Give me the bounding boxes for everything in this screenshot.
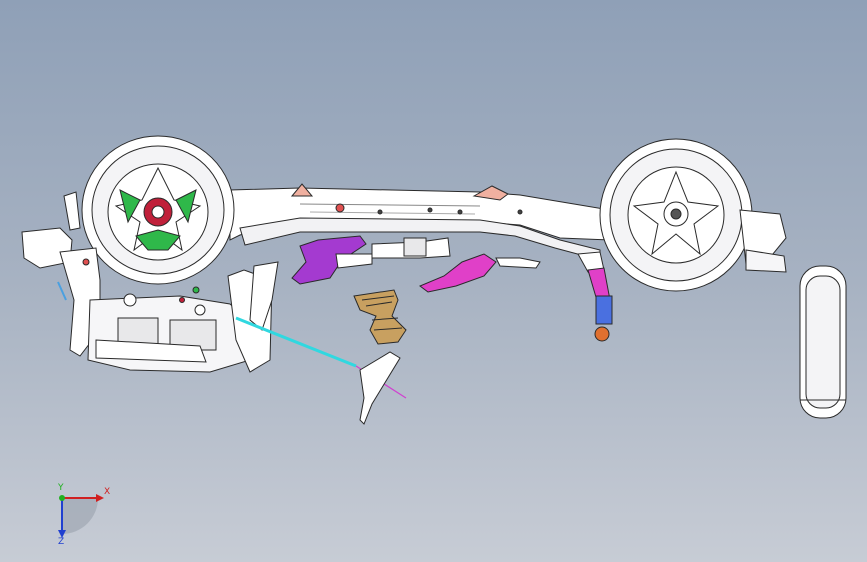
triad-y-label: Y <box>58 483 64 493</box>
rear-wheel[interactable] <box>599 138 753 292</box>
front-wheel[interactable] <box>81 135 235 285</box>
control-arm-magenta[interactable] <box>419 253 541 293</box>
rear-frame-end[interactable] <box>739 209 787 273</box>
triad-x-label: X <box>104 487 111 497</box>
orientation-triad[interactable] <box>58 494 104 538</box>
spare-wheel[interactable] <box>799 265 847 419</box>
rubber-boot[interactable] <box>353 289 407 345</box>
triad-z-label: Z <box>58 537 65 547</box>
control-arm-purple[interactable] <box>291 235 451 285</box>
front-hub <box>114 166 202 252</box>
engine-assembly[interactable] <box>21 191 279 373</box>
frame-brackets[interactable] <box>290 183 509 201</box>
drive-shaft[interactable] <box>235 316 407 425</box>
rear-shock[interactable] <box>577 251 613 342</box>
